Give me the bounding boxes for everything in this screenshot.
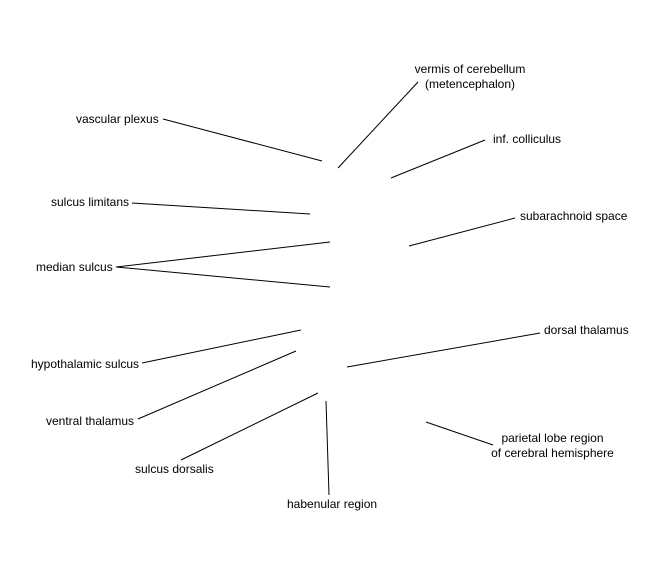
leader-line-median-sulcus-lower [115, 266, 331, 288]
label-parietal-line-1: parietal lobe region [501, 431, 604, 445]
label-hypothalamic-sulcus: hypothalamic sulcus [31, 357, 140, 371]
label-ventral-thalamus: ventral thalamus [46, 414, 135, 428]
leader-line-sulcus-dorsalis [180, 392, 319, 461]
label-parietal-lobe-region: parietal lobe region of cerebral hemisph… [480, 431, 625, 461]
label-vascular-plexus: vascular plexus [76, 112, 159, 126]
label-inf-colliculus: inf. colliculus [493, 132, 562, 146]
leader-line-hypothalamic-sulcus [141, 329, 302, 364]
leader-line-vermis [337, 81, 419, 169]
leader-line-parietal-lobe [425, 421, 494, 446]
label-habenular-region: habenular region [287, 497, 378, 511]
leader-line-vascular-plexus [162, 118, 323, 162]
label-median-sulcus: median sulcus [36, 260, 113, 274]
leader-line-ventral-thalamus [137, 350, 297, 420]
label-vermis-line-1: vermis of cerebellum [414, 62, 526, 76]
leader-line-dorsal-thalamus [346, 332, 541, 368]
label-subarachnoid-space: subarachnoid space [520, 209, 628, 223]
label-vermis-of-cerebellum: vermis of cerebellum (metencephalon) [400, 62, 540, 92]
leader-line-habenular-region [325, 400, 330, 496]
label-vermis-line-2: (metencephalon) [424, 77, 516, 91]
leader-line-median-sulcus-upper [115, 241, 331, 268]
leader-line-subarachnoid-space [408, 217, 516, 247]
label-dorsal-thalamus: dorsal thalamus [544, 323, 629, 337]
label-sulcus-limitans: sulcus limitans [51, 195, 130, 209]
label-parietal-line-2: of cerebral hemisphere [491, 446, 614, 460]
leader-line-inf-colliculus [390, 139, 486, 179]
leader-line-sulcus-limitans [131, 202, 311, 215]
label-sulcus-dorsalis: sulcus dorsalis [135, 462, 214, 476]
